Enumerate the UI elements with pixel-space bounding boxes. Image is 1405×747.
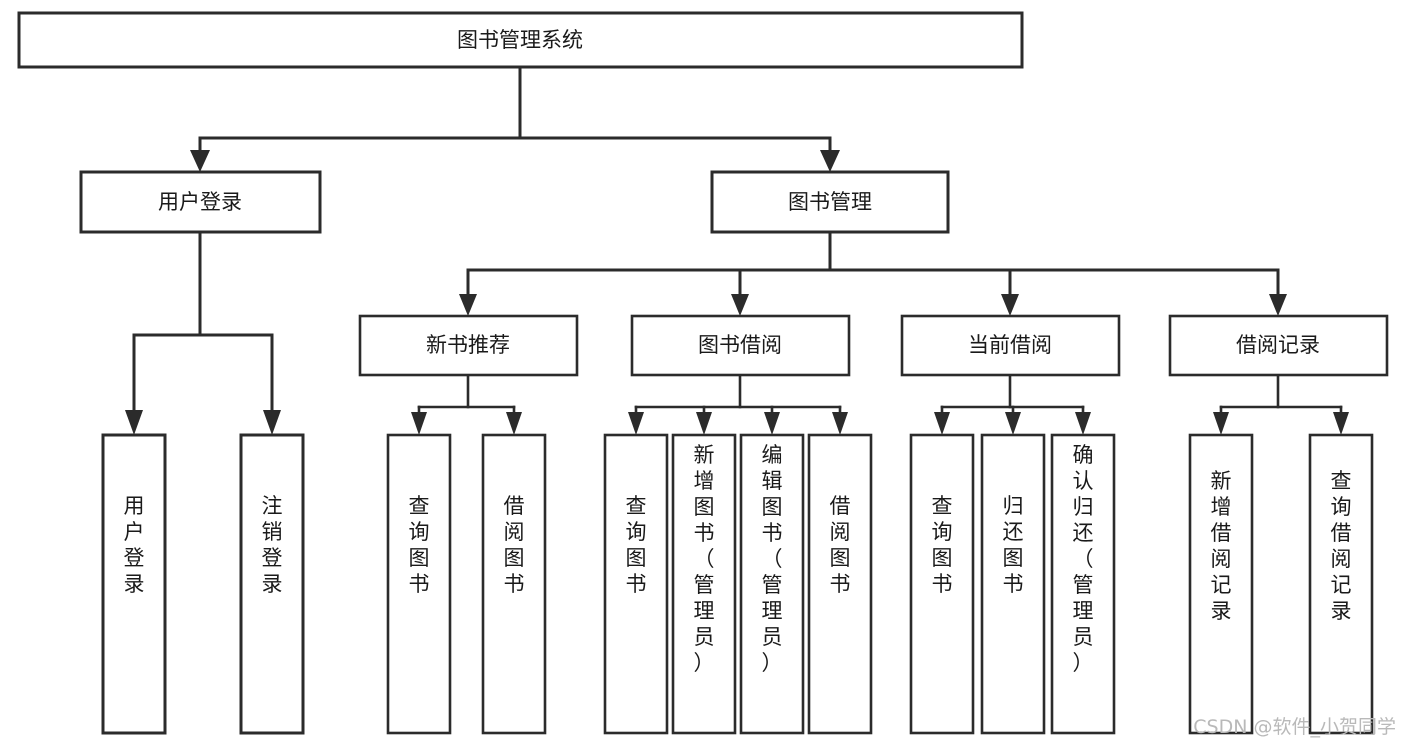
node-leaf-borrow-book-2-label: 借阅图书 bbox=[830, 494, 851, 596]
arrowhead-leaf-return-book bbox=[1005, 412, 1021, 435]
node-leaf-add-book-label: 新增图书（管理员） bbox=[694, 443, 715, 675]
arrowhead-leaf-query-borrow-record bbox=[1333, 412, 1349, 435]
node-user-login[interactable]: 用户登录 bbox=[79, 170, 322, 234]
arrowhead-leaf-borrow-book-1 bbox=[506, 412, 522, 435]
node-root-label: 图书管理系统 bbox=[457, 28, 583, 52]
node-leaf-query-book-1[interactable]: 查询图书 bbox=[386, 433, 452, 735]
node-book-manage-label: 图书管理 bbox=[788, 190, 872, 214]
node-leaf-logout[interactable]: 注销登录 bbox=[239, 433, 305, 735]
arrowhead-current-borrow bbox=[1001, 294, 1019, 316]
node-book-borrow-label: 图书借阅 bbox=[698, 333, 782, 357]
node-root-box[interactable] bbox=[17, 11, 1024, 69]
node-book-manage-box[interactable] bbox=[710, 170, 950, 234]
node-leaf-borrow-book-1[interactable]: 借阅图书 bbox=[481, 433, 547, 735]
arrowhead-new-book-recommend bbox=[459, 294, 477, 316]
node-book-manage[interactable]: 图书管理 bbox=[710, 170, 950, 234]
node-leaf-logout-box[interactable] bbox=[239, 433, 305, 735]
node-leaf-query-borrow-record-box[interactable] bbox=[1308, 433, 1374, 735]
arrowhead-leaf-query-book-1 bbox=[411, 412, 427, 435]
node-leaf-return-book-box[interactable] bbox=[980, 433, 1046, 735]
arrowhead-leaf-add-borrow-record bbox=[1213, 412, 1229, 435]
node-user-login-box[interactable] bbox=[79, 170, 322, 234]
arrowhead-leaf-query-book-3 bbox=[934, 412, 950, 435]
node-leaf-query-book-3-label: 查询图书 bbox=[932, 494, 953, 596]
node-leaf-return-book[interactable]: 归还图书 bbox=[980, 433, 1046, 735]
node-leaf-query-book-3[interactable]: 查询图书 bbox=[909, 433, 975, 735]
node-leaf-query-borrow-record[interactable]: 查询借阅记录 bbox=[1308, 433, 1374, 735]
node-leaf-add-borrow-record-box[interactable] bbox=[1188, 433, 1254, 735]
node-leaf-edit-book[interactable]: 编辑图书（管理员） bbox=[739, 433, 805, 735]
node-leaf-query-book-2-label: 查询图书 bbox=[626, 494, 647, 596]
arrowhead-user-login bbox=[190, 150, 210, 172]
arrowhead-book-borrow bbox=[731, 294, 749, 316]
arrowhead-leaf-edit-book bbox=[764, 412, 780, 435]
node-current-borrow[interactable]: 当前借阅 bbox=[900, 314, 1121, 377]
node-leaf-user-login-box[interactable] bbox=[101, 433, 167, 735]
node-leaf-user-login-label: 用户登录 bbox=[124, 494, 145, 596]
node-leaf-edit-book-label: 编辑图书（管理员） bbox=[762, 443, 783, 675]
node-leaf-add-borrow-record[interactable]: 新增借阅记录 bbox=[1188, 433, 1254, 735]
arrowhead-leaf-query-book-2 bbox=[628, 412, 644, 435]
arrowhead-leaf-borrow-book-2 bbox=[832, 412, 848, 435]
node-root[interactable]: 图书管理系统 bbox=[17, 11, 1024, 69]
node-leaf-query-borrow-record-label: 查询借阅记录 bbox=[1331, 469, 1352, 623]
node-current-borrow-box[interactable] bbox=[900, 314, 1121, 377]
arrowhead-leaf-logout bbox=[263, 410, 281, 435]
node-new-book-recommend-label: 新书推荐 bbox=[426, 333, 510, 357]
arrowhead-leaf-user-login bbox=[125, 410, 143, 435]
node-leaf-edit-book-box[interactable] bbox=[739, 433, 805, 735]
arrowhead-leaf-confirm-return bbox=[1075, 412, 1091, 435]
node-leaf-add-borrow-record-label: 新增借阅记录 bbox=[1211, 469, 1232, 623]
node-borrow-record-box[interactable] bbox=[1168, 314, 1389, 377]
node-current-borrow-label: 当前借阅 bbox=[968, 333, 1052, 357]
node-leaf-query-book-1-label: 查询图书 bbox=[409, 494, 430, 596]
arrowhead-borrow-record bbox=[1269, 294, 1287, 316]
node-book-borrow[interactable]: 图书借阅 bbox=[630, 314, 851, 377]
node-leaf-query-book-1-box[interactable] bbox=[386, 433, 452, 735]
node-book-borrow-box[interactable] bbox=[630, 314, 851, 377]
node-user-login-label: 用户登录 bbox=[158, 190, 242, 214]
node-leaf-query-book-3-box[interactable] bbox=[909, 433, 975, 735]
node-borrow-record-label: 借阅记录 bbox=[1236, 333, 1320, 357]
node-leaf-user-login[interactable]: 用户登录 bbox=[101, 433, 167, 735]
node-leaf-borrow-book-2[interactable]: 借阅图书 bbox=[807, 433, 873, 735]
node-leaf-confirm-return[interactable]: 确认归还（管理员） bbox=[1050, 433, 1116, 735]
node-leaf-return-book-label: 归还图书 bbox=[1003, 494, 1024, 596]
node-leaf-borrow-book-1-label: 借阅图书 bbox=[504, 494, 525, 596]
csdn-watermark: CSDN @软件_小贺同学 bbox=[1193, 716, 1396, 738]
node-new-book-recommend[interactable]: 新书推荐 bbox=[358, 314, 579, 377]
arrowhead-book-manage bbox=[820, 150, 840, 172]
node-borrow-record[interactable]: 借阅记录 bbox=[1168, 314, 1389, 377]
node-leaf-query-book-2-box[interactable] bbox=[603, 433, 669, 735]
node-leaf-borrow-book-1-box[interactable] bbox=[481, 433, 547, 735]
node-leaf-logout-label: 注销登录 bbox=[262, 494, 283, 596]
arrowhead-leaf-add-book bbox=[696, 412, 712, 435]
node-leaf-confirm-return-box[interactable] bbox=[1050, 433, 1116, 735]
node-leaf-add-book[interactable]: 新增图书（管理员） bbox=[671, 433, 737, 735]
node-leaf-add-book-box[interactable] bbox=[671, 433, 737, 735]
node-new-book-recommend-box[interactable] bbox=[358, 314, 579, 377]
node-leaf-confirm-return-label: 确认归还（管理员） bbox=[1073, 443, 1094, 675]
node-leaf-query-book-2[interactable]: 查询图书 bbox=[603, 433, 669, 735]
node-leaf-borrow-book-2-box[interactable] bbox=[807, 433, 873, 735]
connector-layer bbox=[125, 65, 1349, 435]
